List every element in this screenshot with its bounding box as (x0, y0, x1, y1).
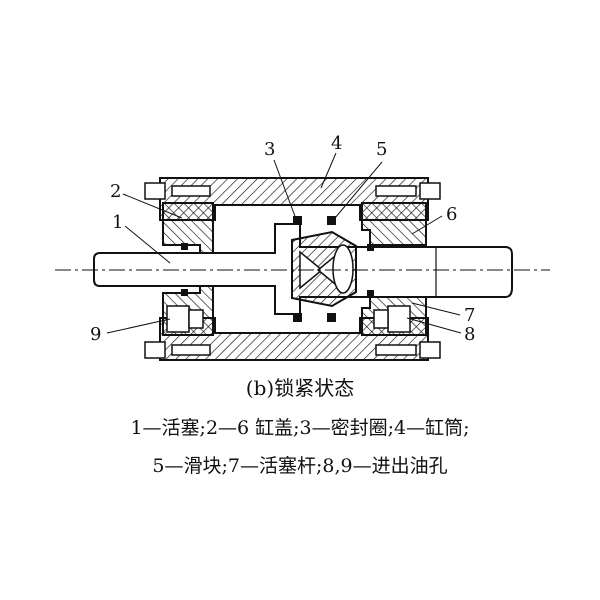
seal-rings (181, 216, 374, 322)
tie-bolts (144, 182, 441, 359)
label-9: 9 (90, 324, 102, 345)
figure-caption-title: (b)锁紧状态 (245, 376, 355, 400)
label-6: 6 (446, 204, 458, 225)
label-3: 3 (264, 139, 276, 160)
slider-lock-element (291, 230, 357, 308)
label-4: 4 (331, 133, 343, 154)
oil-port-9 (166, 305, 204, 333)
label-2: 2 (110, 181, 122, 202)
label-1: 1 (112, 212, 124, 233)
label-5: 5 (376, 139, 388, 160)
label-8: 8 (464, 324, 476, 345)
hydraulic-cylinder-section-diagram (55, 152, 550, 361)
figure-legend-line-2: 5—滑块;7—活塞杆;8,9—进出油孔 (152, 455, 448, 477)
oil-port-8 (373, 305, 411, 333)
label-7: 7 (464, 305, 476, 326)
leader-lines (106, 152, 462, 334)
figure-legend-line-1: 1—活塞;2—6 缸盖;3—密封圈;4—缸筒; (130, 417, 470, 439)
